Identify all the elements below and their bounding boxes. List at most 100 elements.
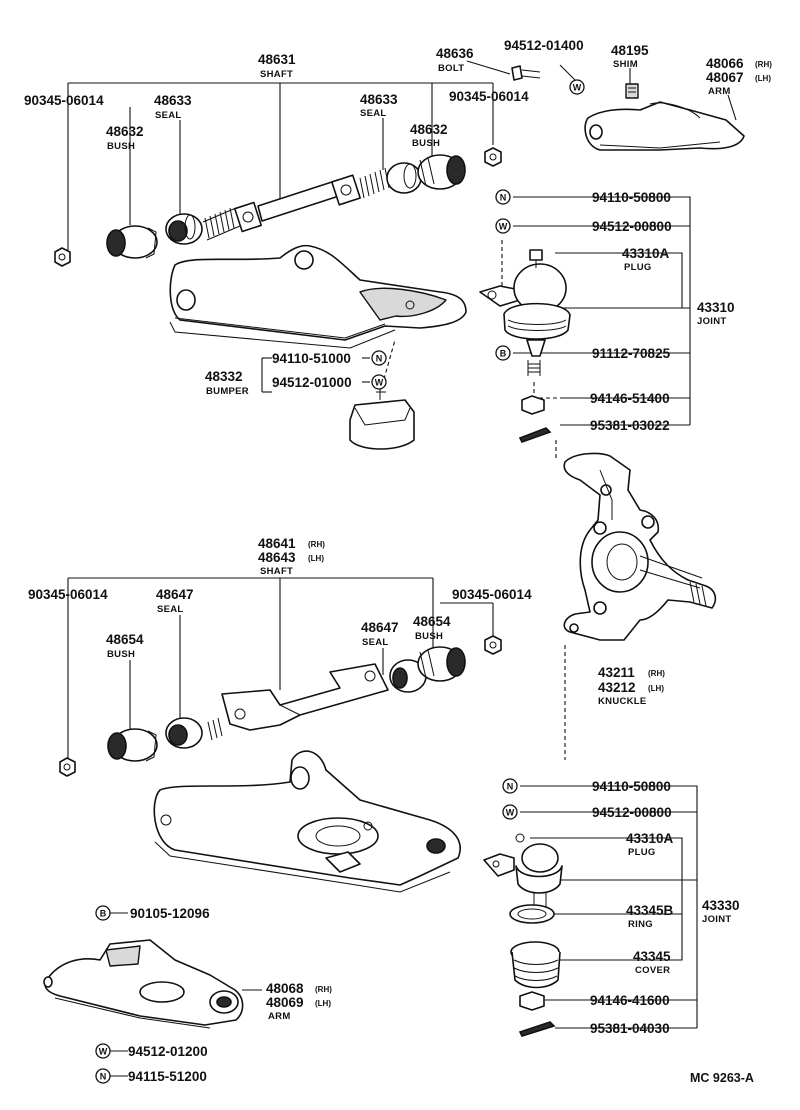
bolt-symbol: B [95,905,111,921]
label-43345: 43345 [633,949,671,964]
label-48633-a: 48633 [154,93,192,108]
bush-48632-left [106,225,158,259]
shaft-48631 [233,174,361,233]
label-48654-b: 48654 [413,614,451,629]
label-94512-01400: 94512-01400 [504,38,584,53]
label-48633-b: 48633 [360,92,398,107]
lower-arm-48068-small [43,939,244,1029]
washer-symbol: W [502,804,518,820]
nut-symbol: N [371,350,387,366]
label-seal-lower-a: SEAL [157,604,184,615]
label-shim: SHIM [613,59,638,70]
label-94512-00800-b: 94512-00800 [592,805,672,820]
threaded-end-right [359,167,390,199]
part-labels: 48631 SHAFT 90345-06014 48633 SEAL 48632… [24,38,772,1085]
label-48632-a: 48632 [106,124,144,139]
label-knuckle: KNUCKLE [598,696,647,707]
svg-text:W: W [375,378,384,388]
bolt-48636 [511,65,541,81]
label-48069-lh: (LH) [315,999,331,1008]
label-arm-upper: ARM [708,86,731,97]
label-48632-b: 48632 [410,122,448,137]
washer-symbol: W [95,1043,111,1059]
label-bumper: BUMPER [206,386,249,397]
svg-text:W: W [499,222,508,232]
label-43345b: 43345B [626,903,674,918]
label-48195: 48195 [611,43,649,58]
label-90345-c: 90345-06014 [28,587,108,602]
label-48066-rh: (RH) [755,60,772,69]
lower-arm-body [153,750,461,893]
label-seal-lower-b: SEAL [362,637,389,648]
label-48332: 48332 [205,369,243,384]
label-43211: 43211 [598,665,635,680]
label-shaft-lower: SHAFT [260,566,293,577]
ball-joint-43330 [483,833,563,915]
shaft-48641 [207,663,389,741]
cotter-pin-95381-03022 [518,427,552,443]
cover-43345 [510,941,561,989]
svg-text:N: N [100,1072,107,1082]
svg-text:B: B [100,909,107,919]
label-cover: COVER [635,965,670,976]
label-90345-a: 90345-06014 [24,93,104,108]
label-43310: 43310 [697,300,735,315]
lower-arm-assembly [59,577,502,893]
label-48069: 48069 [266,995,304,1010]
label-43310a-b: 43310A [626,831,674,846]
svg-text:N: N [507,782,514,792]
nut-90345-left [54,247,71,267]
bolt-symbol: B [495,345,511,361]
label-43211-rh: (RH) [648,669,665,678]
svg-text:N: N [500,193,507,203]
ball-joint-43310 [479,249,571,376]
label-48647-a: 48647 [156,587,194,602]
seal-48647-right [389,659,427,693]
nut-90345-right [484,147,502,167]
label-shaft: SHAFT [260,69,293,80]
seal-48633-left [165,213,203,245]
label-43310a-a: 43310A [622,246,670,261]
label-94512-00800-a: 94512-00800 [592,219,672,234]
washer-symbol: W [569,79,585,95]
label-48647-b: 48647 [361,620,399,635]
seal-48633-right [386,162,422,194]
label-43330: 43330 [702,898,740,913]
label-94110-50800-b: 94110-50800 [592,779,671,794]
svg-text:W: W [99,1047,108,1057]
label-91112-70825: 91112-70825 [592,346,671,361]
shim-48195 [625,83,639,99]
label-48067: 48067 [706,70,744,85]
nut-symbol: N [502,778,518,794]
label-95381-04030: 95381-04030 [590,1021,670,1036]
label-90345-b: 90345-06014 [449,89,529,104]
label-bush-b: BUSH [412,138,440,149]
nut-90345-lower-right [484,635,502,655]
label-joint-a: JOINT [697,316,726,327]
label-48631: 48631 [258,52,296,67]
label-bolt: BOLT [438,63,464,74]
label-94512-01000: 94512-01000 [272,375,352,390]
washer-symbol: W [371,374,387,390]
svg-text:W: W [506,808,515,818]
label-plug-a: PLUG [624,262,652,273]
label-48641: 48641 [258,536,296,551]
label-ring: RING [628,919,653,930]
label-94146-41600: 94146-41600 [590,993,670,1008]
svg-text:N: N [376,354,383,364]
ring-43345B [509,904,555,924]
bumper-48332 [349,339,415,450]
label-joint-b: JOINT [702,914,731,925]
bush-48654-left [107,728,158,762]
label-arm-lower: ARM [268,1011,291,1022]
label-48067-lh: (LH) [755,74,771,83]
label-bush-lower-b: BUSH [415,631,443,642]
label-48068: 48068 [266,981,304,996]
threaded-end-left [202,207,241,241]
upper-arm-body [169,244,467,349]
nut-symbol: N [95,1068,111,1084]
diagram-code: MC 9263-A [690,1071,754,1085]
label-bush-a: BUSH [107,141,135,152]
label-90345-d: 90345-06014 [452,587,532,602]
upper-arm-48066-small [511,65,745,151]
